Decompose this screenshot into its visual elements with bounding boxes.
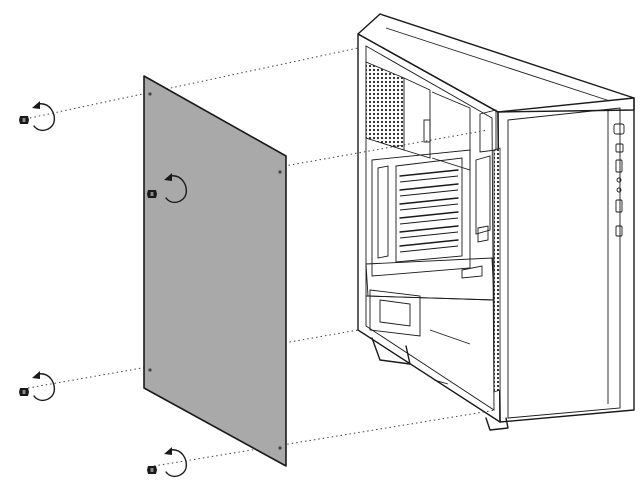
- thumbscrew-icon: [19, 116, 29, 124]
- front-vent-strip: [493, 147, 501, 393]
- side-panel: [143, 75, 287, 467]
- counterclockwise-arrow-icon: [164, 173, 188, 204]
- case-front-face: [497, 97, 635, 423]
- thumbscrew-icon: [19, 388, 29, 396]
- thumbscrew-icon: [147, 190, 157, 198]
- case-side-frame: [357, 33, 501, 423]
- expansion-slots: [395, 157, 463, 263]
- thumbscrew-icon: [147, 466, 157, 474]
- front-io-panel: [613, 123, 625, 237]
- counterclockwise-arrow-icon: [32, 101, 56, 132]
- top-fan-mesh: [365, 61, 405, 151]
- psu-shroud: [365, 257, 495, 301]
- counterclockwise-arrow-icon: [32, 371, 56, 402]
- case-foot-rear: [371, 337, 411, 365]
- case-foot-front: [485, 417, 509, 431]
- pc-case: [357, 13, 635, 431]
- counterclockwise-arrow-icon: [164, 447, 188, 478]
